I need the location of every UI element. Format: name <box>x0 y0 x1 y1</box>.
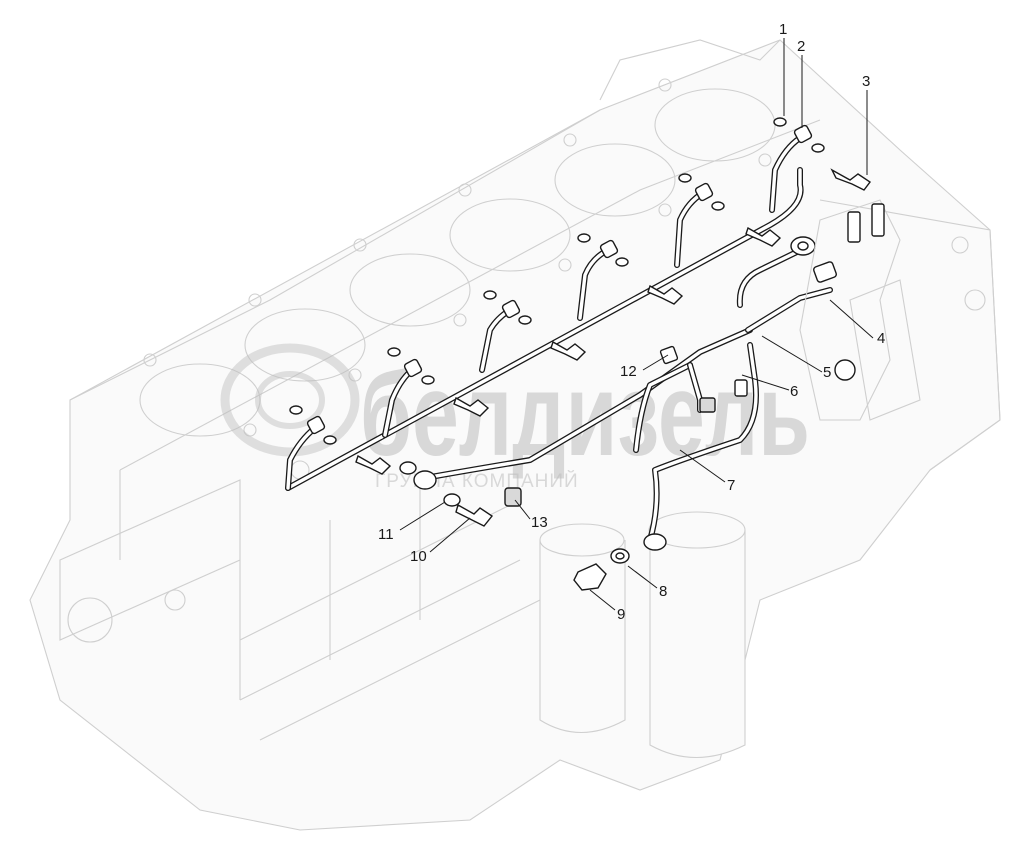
watermark: белдизель ГРУППА КОМПАНИЙ <box>220 343 810 492</box>
cylinder-bores <box>139 88 776 437</box>
callout-6: 6 <box>790 383 798 400</box>
callout-1: 1 <box>779 21 787 38</box>
callout-7: 7 <box>727 477 735 494</box>
head-bolt-holes <box>67 78 986 643</box>
callout-11: 11 <box>378 526 394 543</box>
loose-bolts <box>355 168 872 591</box>
callout-3: 3 <box>862 73 870 90</box>
callout-leaders <box>399 38 874 611</box>
watermark-logo-ring <box>220 343 360 457</box>
callout-5: 5 <box>823 364 831 381</box>
callout-12: 12 <box>620 363 637 380</box>
callout-2: 2 <box>797 38 805 55</box>
fuel-pump-unit <box>799 199 901 421</box>
watermark-logo-inner <box>255 371 325 429</box>
o-ring-seals <box>289 117 825 445</box>
callout-8: 8 <box>659 583 667 600</box>
bleed-screw <box>504 487 522 507</box>
union-fitting <box>413 470 437 490</box>
callout-4: 4 <box>877 330 885 347</box>
banjo-fitting-filter <box>643 533 667 551</box>
callout-13: 13 <box>531 514 548 531</box>
pipe-end-fittings <box>306 124 813 435</box>
callout-10: 10 <box>410 548 427 565</box>
callout-9: 9 <box>617 606 625 623</box>
filter-canisters <box>539 511 746 758</box>
callout-numbers: 1 2 3 4 5 6 7 8 9 10 11 12 13 <box>378 21 885 623</box>
watermark-brand: белдизель <box>360 349 810 481</box>
sealing-washers <box>399 461 630 564</box>
